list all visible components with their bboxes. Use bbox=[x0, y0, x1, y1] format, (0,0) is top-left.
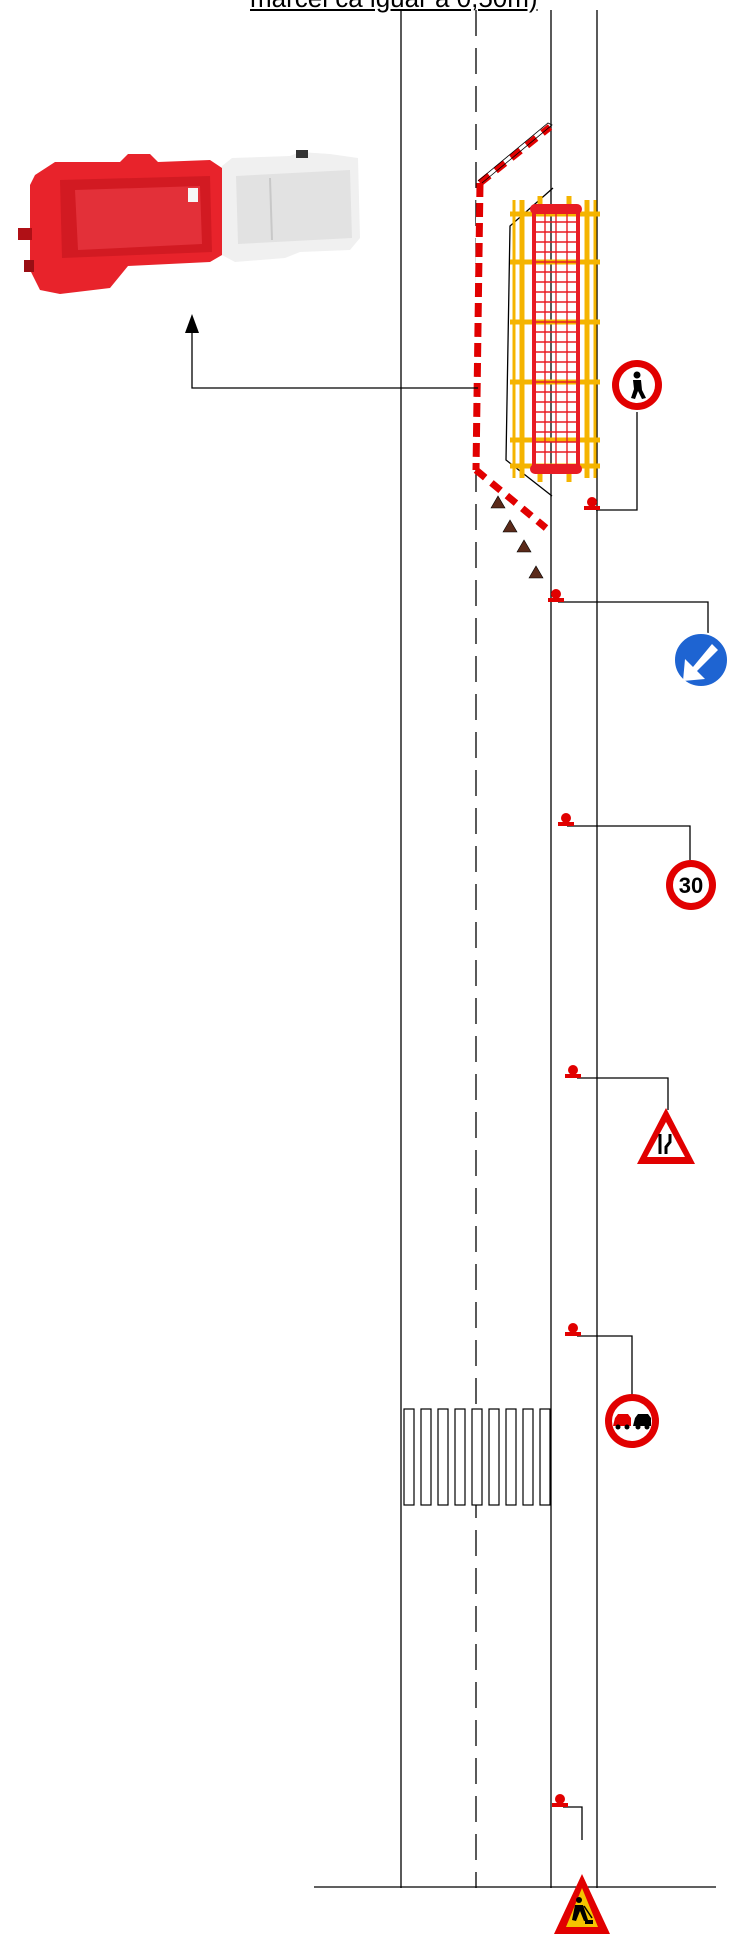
pedestrian-crossing bbox=[403, 1408, 551, 1506]
pedestrian-prohibited-icon bbox=[631, 371, 646, 399]
no-pedestrians-sign bbox=[612, 360, 662, 410]
warning-lamp-icon bbox=[548, 589, 564, 602]
scaffold-structure bbox=[510, 196, 600, 482]
speed-limit-value: 30 bbox=[679, 873, 703, 898]
water-barrier-photo bbox=[18, 150, 360, 294]
barrier-chevron bbox=[472, 122, 553, 531]
warning-lamp-icon bbox=[565, 1065, 581, 1078]
roadworks-icon bbox=[572, 1897, 593, 1924]
cone-icon bbox=[502, 519, 518, 533]
cone-icon bbox=[516, 539, 532, 553]
warning-lamp-icon bbox=[584, 497, 600, 510]
arrow-up-icon bbox=[185, 314, 199, 333]
sign-post-lamps bbox=[548, 497, 600, 1807]
cone-icon bbox=[528, 565, 544, 579]
roadworks-sign bbox=[554, 1874, 610, 1934]
speed-limit-sign: 30 bbox=[666, 860, 716, 910]
warning-lamp-icon bbox=[558, 813, 574, 826]
road-narrows-right-icon bbox=[658, 1134, 672, 1154]
header-text: marcel ca iguar a 0,50m) bbox=[250, 0, 720, 11]
no-overtaking-sign bbox=[605, 1394, 659, 1448]
no-overtaking-icon bbox=[613, 1414, 651, 1430]
warning-lamp-icon bbox=[552, 1794, 568, 1807]
traffic-cones bbox=[490, 495, 544, 579]
sign-posts bbox=[558, 412, 709, 1840]
barrier-leader-line bbox=[191, 330, 478, 389]
cone-icon bbox=[490, 495, 506, 509]
keep-left-sign bbox=[673, 632, 729, 688]
arrow-down-left-icon bbox=[683, 644, 718, 681]
warning-lamp-icon bbox=[565, 1323, 581, 1336]
road-narrows-sign bbox=[637, 1108, 695, 1164]
